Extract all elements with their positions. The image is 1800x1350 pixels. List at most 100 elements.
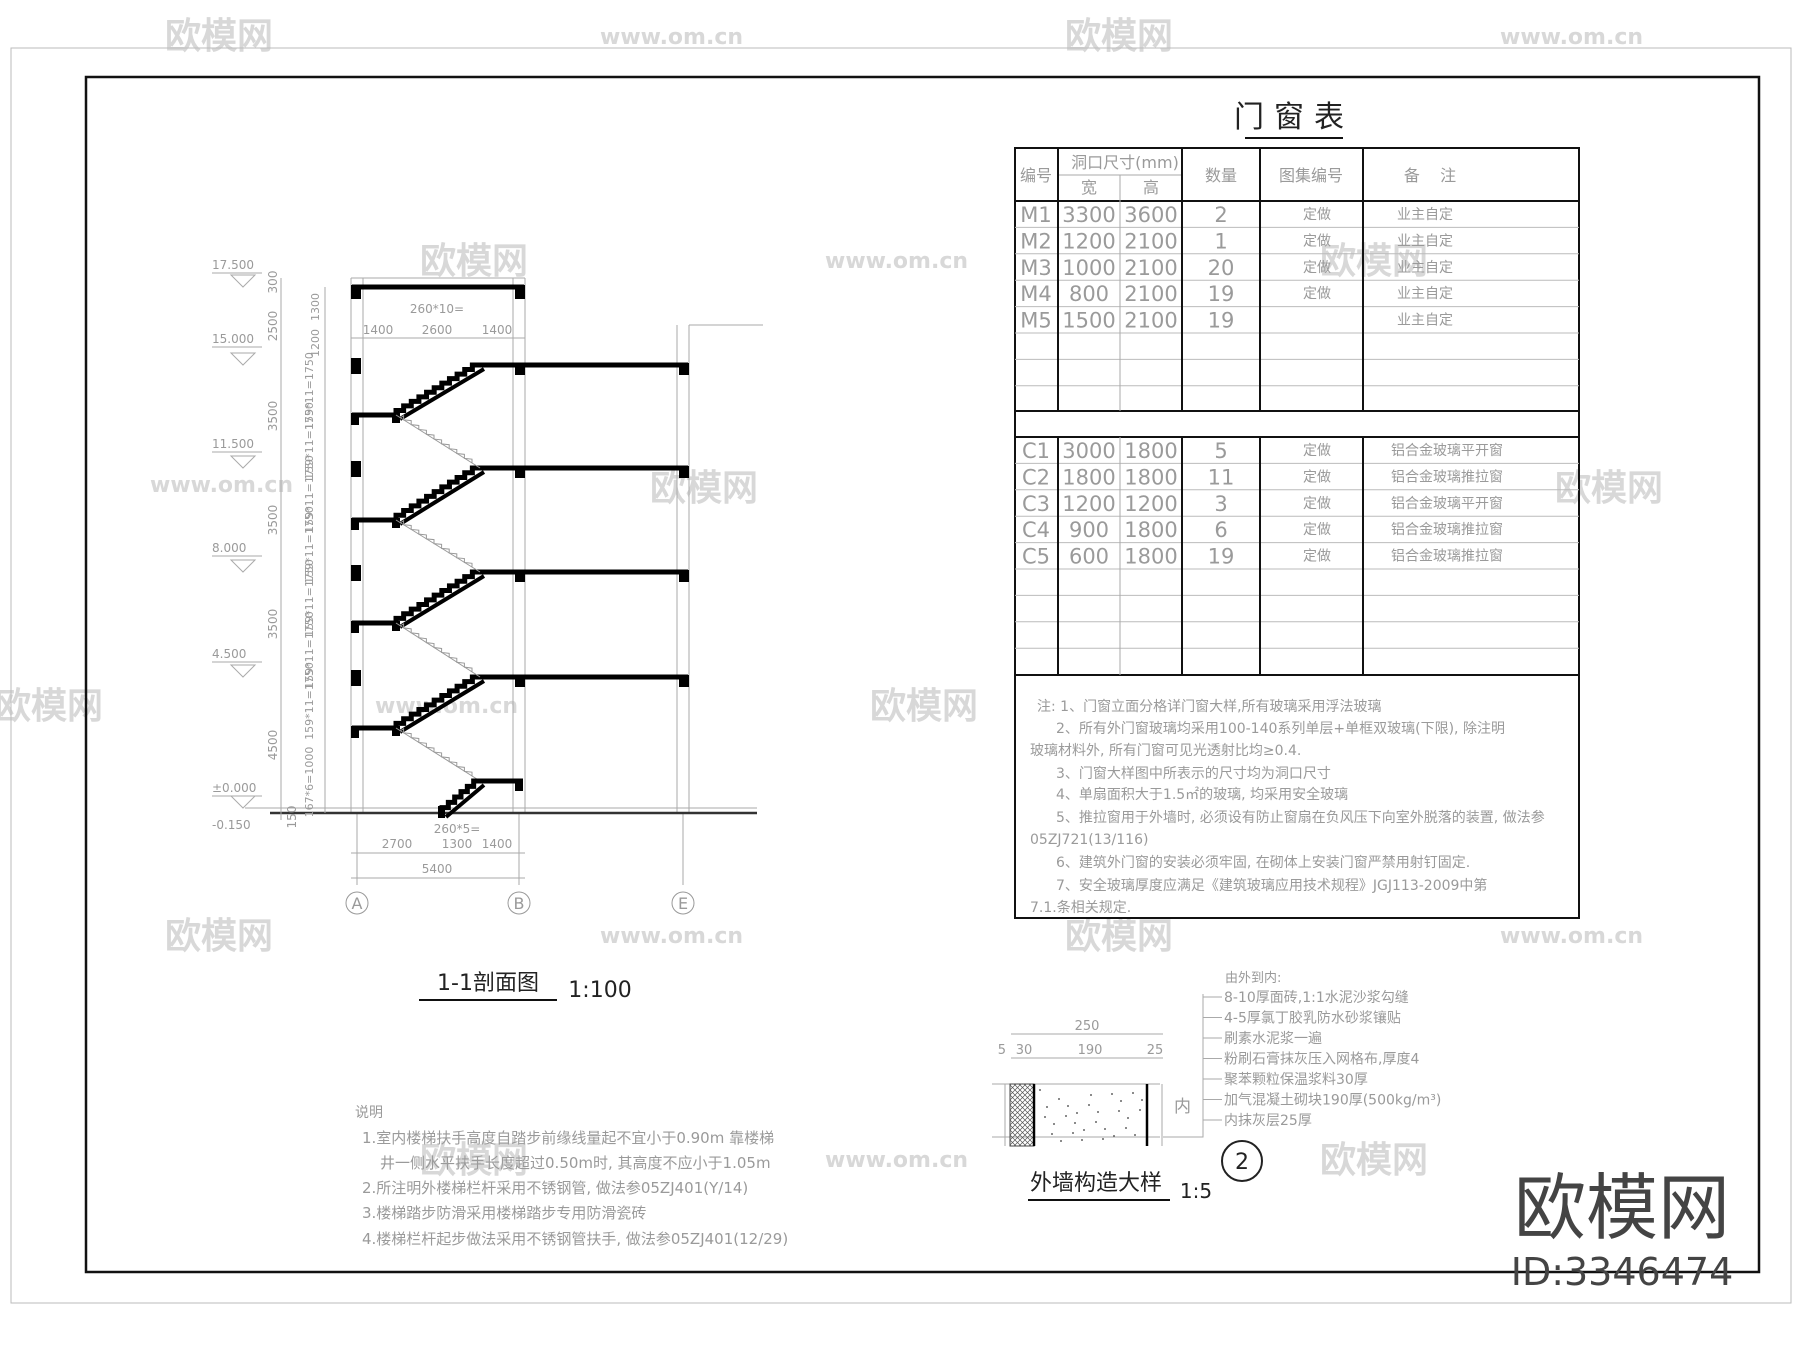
watermark-logo: 欧模网 (420, 241, 528, 282)
layer-label: 4-5厚氯丁胶乳防水砂浆镶贴 (1224, 1010, 1401, 1027)
wall-detail-title: 外墙构造大样 (1030, 1171, 1162, 1196)
beam (679, 570, 689, 582)
beam (351, 285, 361, 299)
stair-flight-down (395, 519, 481, 573)
dim-5: 5 (998, 1043, 1006, 1058)
layer-label: 加气混凝土砌块190厚(500kg/m³) (1224, 1093, 1441, 1109)
dim-label: 4500 (266, 730, 280, 761)
aggregate-dot (1058, 1098, 1060, 1100)
stair-flight-up (393, 674, 480, 728)
dim-label: 300 (266, 271, 280, 294)
brand-watermark: 欧模网 (1514, 1166, 1730, 1250)
header-height: 高 (1143, 178, 1159, 197)
cell-code: C2 (1022, 465, 1050, 489)
cell-remark: 铝合金玻璃推拉窗 (1391, 468, 1503, 485)
elevation-label: 4.500 (212, 647, 246, 661)
watermark-url: www.om.cn (1500, 924, 1643, 949)
layers-heading: 由外到内: (1225, 970, 1281, 986)
watermark-url: www.om.cn (600, 924, 743, 949)
watermark-logo: 欧模网 (870, 686, 978, 727)
beam (392, 621, 400, 631)
elevation-triangle-icon (229, 664, 257, 678)
wall-detail: 250 5 30 190 25 内 由外到内: 8-10厚面砖,1:1水泥沙浆勾… (992, 970, 1441, 1203)
stair-flight-entry-soffit (444, 783, 486, 819)
watermark-logo: 欧模网 (1555, 468, 1663, 509)
beam (679, 675, 689, 687)
beam (438, 806, 445, 818)
dim-label: 150 (285, 806, 299, 829)
watermark-url: www.om.cn (375, 694, 518, 719)
cell-quantity: 3 (1214, 492, 1227, 516)
cell-atlas: 定做 (1303, 260, 1331, 276)
beam (351, 413, 359, 425)
axis-bubble (345, 891, 369, 915)
cell-height: 1800 (1124, 465, 1177, 489)
aggregate-dot (1111, 1093, 1113, 1095)
watermark-url: www.om.cn (1500, 25, 1643, 50)
beam (392, 413, 400, 423)
section-title-block: 1-1剖面图 1:100 (419, 971, 632, 1003)
cell-code: M3 (1020, 256, 1051, 280)
elevation-label: 11.500 (212, 437, 254, 451)
dim-label: 5400 (422, 862, 453, 876)
axis-label: B (514, 894, 525, 913)
aggregate-dot (1118, 1110, 1120, 1112)
insulation-layer (1009, 1083, 1035, 1147)
stair-flight-up-soffit (398, 367, 486, 421)
aggregate-dot (1127, 1117, 1129, 1119)
table-note: 注: 1、门窗立面分格详门窗大样,所有玻璃采用浮法玻璃 (1037, 698, 1382, 715)
beam (515, 779, 523, 791)
cell-atlas: 定做 (1303, 522, 1331, 538)
watermark-url: www.om.cn (825, 1148, 968, 1173)
stair-flight-down-steps (399, 519, 473, 568)
cell-atlas: 定做 (1303, 496, 1331, 512)
dim-label: 1400 (363, 323, 394, 337)
cell-quantity: 2 (1214, 203, 1227, 227)
cell-width: 1000 (1062, 256, 1115, 280)
stair-flight-up-soffit (398, 470, 486, 526)
dim-total: 250 (1075, 1019, 1100, 1034)
watermark-logo: 欧模网 (165, 16, 273, 57)
table-title: 门窗表 (1234, 100, 1354, 135)
beam (392, 518, 400, 528)
stair-flight-down-steps (399, 623, 473, 673)
aggregate-dot (1053, 1123, 1055, 1125)
watermark-logo: 欧模网 (1065, 16, 1173, 57)
axis-bubble (671, 891, 695, 915)
watermark-logo: 欧模网 (420, 1140, 528, 1181)
aggregate-dot (1095, 1121, 1097, 1123)
wall-detail-scale: 1:5 (1180, 1179, 1212, 1203)
inner-frame (84, 75, 1761, 1274)
cell-remark: 业主自定 (1397, 207, 1453, 223)
stair-flight-down-steps (399, 727, 473, 777)
cell-height: 2100 (1124, 229, 1177, 253)
beam (351, 358, 361, 374)
elevation-triangle-icon (229, 455, 257, 469)
beam (351, 670, 361, 686)
header-code: 编号 (1020, 166, 1052, 185)
header-quantity: 数量 (1205, 166, 1237, 185)
aggregate-dot (1046, 1106, 1048, 1108)
cell-atlas: 定做 (1303, 286, 1331, 302)
stair-flight-down (395, 622, 481, 678)
dim-label: 3500 (266, 505, 280, 536)
cell-height: 1800 (1124, 518, 1177, 542)
cell-remark: 铝合金玻璃推拉窗 (1391, 548, 1503, 565)
beam (515, 570, 525, 582)
aggregate-dot (1039, 1089, 1041, 1091)
cell-remark: 铝合金玻璃推拉窗 (1391, 521, 1503, 538)
cell-remark: 铝合金玻璃平开窗 (1391, 495, 1503, 512)
dim-label: 2500 (266, 311, 280, 342)
dim-label: 2700 (382, 837, 413, 851)
watermark-logo: 欧模网 (1320, 241, 1428, 282)
aggregate-dot (1051, 1133, 1053, 1135)
stair-flight-up (393, 465, 480, 520)
aggregate-dot (1141, 1099, 1143, 1101)
dim-label: 1300 (442, 837, 473, 851)
beam (351, 621, 359, 633)
